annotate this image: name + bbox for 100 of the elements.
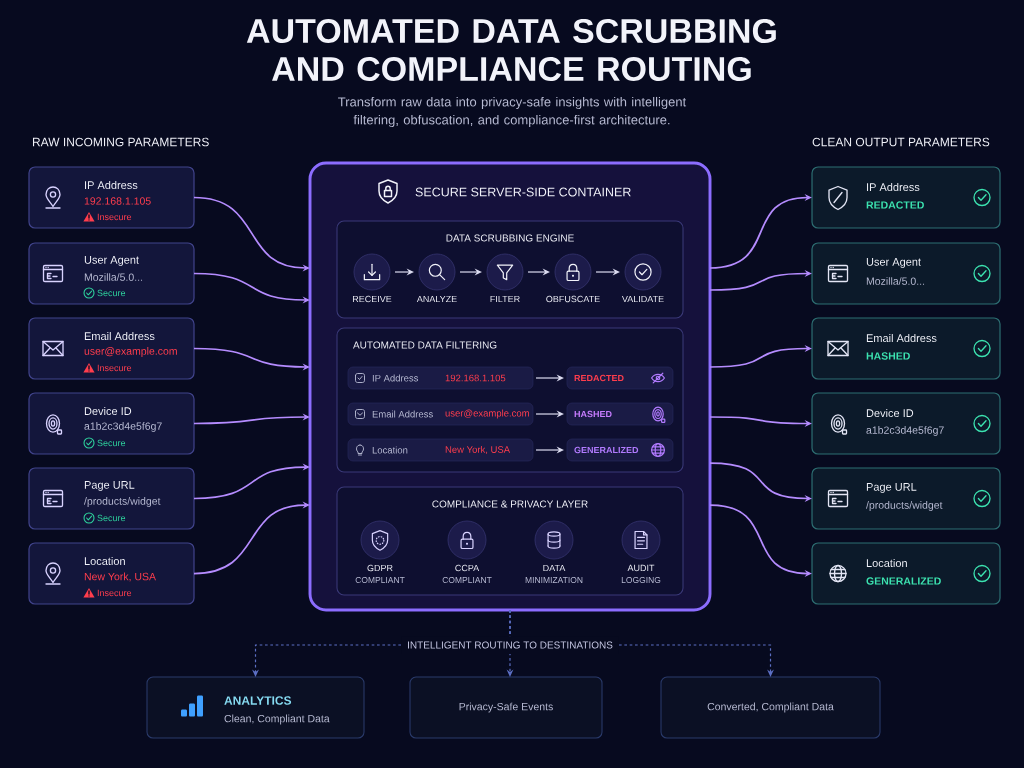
edge-label: INTELLIGENT ROUTING TO DESTINATIONS [401, 636, 619, 654]
compliance-badge [621, 520, 661, 583]
parameter-value: New York, USA [84, 572, 156, 582]
output-card [811, 542, 1001, 605]
parameter-name: Device ID [866, 408, 914, 418]
flow-arrow [193, 413, 310, 425]
badge-title: GDPR [367, 564, 393, 572]
flow-arrow [193, 463, 310, 500]
parameter-value: a1b2c3d4e5f6g7 [84, 422, 162, 432]
field-name: Email Address [372, 410, 433, 418]
destination-card [409, 676, 603, 739]
column-heading: CLEAN OUTPUT PARAMETERS [812, 137, 990, 147]
parameter-value: Mozilla/5.0... [84, 273, 142, 281]
output-card [811, 392, 1001, 455]
process-step [486, 253, 524, 303]
input-card [28, 392, 195, 455]
destination-card [146, 676, 365, 739]
badge-title: AUDIT [627, 564, 655, 572]
parameter-name: Email Address [866, 333, 937, 343]
parameter-value: Mozilla/5.0... [866, 277, 925, 285]
badge-subtitle: COMPLIANT [355, 577, 405, 583]
process-step [546, 253, 600, 303]
parameter-value: /products/widget [84, 497, 161, 507]
column-heading: RAW INCOMING PARAMETERS [33, 137, 209, 147]
flow-arrow [709, 270, 812, 291]
step-label: FILTER [490, 295, 520, 303]
parameter-value: 192.168.1.105 [84, 197, 151, 205]
parameter-name: User Agent [84, 256, 139, 266]
parameter-value: REDACTED [866, 201, 924, 209]
badge-subtitle: COMPLIANT [442, 577, 492, 583]
field-value: New York, USA [445, 445, 511, 455]
destination-subtitle: Privacy-Safe Events [459, 702, 553, 713]
compliance-badge [525, 520, 583, 583]
container-heading: SECURE SERVER-SIDE CONTAINER [415, 187, 631, 197]
input-card [28, 166, 195, 229]
compliance-badge [442, 520, 492, 583]
step-label: RECEIVE [353, 295, 392, 303]
destination-subtitle: Converted, Compliant Data [707, 702, 834, 713]
value-pill [347, 402, 534, 426]
badge-title: DATA [543, 564, 566, 572]
parameter-value: HASHED [866, 352, 910, 360]
parameter-name: Email Address [84, 331, 155, 341]
step-label: OBFUSCATE [546, 295, 600, 303]
status-label: Insecure [97, 213, 132, 221]
parameter-value: a1b2c3d4e5f6g7 [866, 426, 944, 436]
parameter-value: GENERALIZED [866, 577, 941, 585]
parameter-name: Location [84, 556, 125, 566]
flow-arrow [709, 194, 812, 269]
parameter-name: Page URL [84, 481, 135, 491]
input-card [28, 542, 195, 605]
process-step [416, 253, 457, 303]
value-pill [347, 438, 534, 462]
input-card [28, 242, 195, 305]
step-label: ANALYZE [416, 295, 457, 303]
output-card [811, 242, 1001, 305]
destination-card [660, 676, 881, 739]
parameter-name: IP Address [85, 180, 138, 190]
process-step [353, 253, 392, 303]
badge-subtitle: LOGGING [621, 577, 661, 583]
parameter-name: Location [866, 558, 907, 568]
parameter-name: IP Address [867, 182, 920, 192]
status-label: Secure [97, 439, 126, 447]
result-pill [566, 438, 674, 462]
input-card [28, 317, 195, 380]
panel-heading: DATA SCRUBBING ENGINE [446, 234, 574, 242]
panel-heading: AUTOMATED DATA FILTERING [353, 341, 497, 349]
result-pill [566, 402, 674, 426]
badge-title: CCPA [455, 564, 480, 572]
result-label: HASHED [574, 410, 612, 418]
result-label: GENERALIZED [574, 446, 639, 454]
compliance-badge [355, 520, 405, 583]
destination-subtitle: Clean, Compliant Data [224, 714, 330, 725]
field-name: Location [372, 446, 408, 454]
output-card [811, 317, 1001, 380]
value-pill [347, 366, 534, 390]
parameter-value: /products/widget [866, 501, 943, 511]
status-label: Secure [97, 289, 126, 297]
status-label: Secure [97, 514, 126, 522]
input-card [28, 467, 195, 530]
title: AUTOMATED DATA SCRUBBING AND COMPLIANCE ROUTING [246, 18, 776, 82]
parameter-name: Device ID [84, 406, 132, 416]
result-label: REDACTED [574, 374, 624, 382]
result-pill [566, 366, 674, 390]
status-label: Insecure [97, 589, 132, 597]
process-step [621, 253, 664, 303]
parameter-value: user@example.com [84, 347, 177, 357]
output-card [811, 467, 1001, 530]
destination-title: ANALYTICS [224, 696, 292, 705]
field-value: 192.168.1.105 [445, 374, 506, 382]
parameter-name: User Agent [866, 258, 921, 268]
panel-heading: COMPLIANCE & PRIVACY LAYER [432, 500, 588, 508]
field-name: IP Address [372, 374, 419, 382]
badge-subtitle: MINIMIZATION [525, 577, 583, 583]
subtitle: Transform raw data into privacy-safe insights with intelligent filtering, obfuscation, and compliance-first architecture. [338, 96, 687, 128]
flow-arrow [709, 345, 812, 368]
step-label: VALIDATE [621, 295, 664, 303]
status-label: Insecure [97, 364, 132, 372]
parameter-name: Page URL [866, 483, 917, 493]
output-card [811, 166, 1001, 229]
field-value: user@example.com [445, 409, 529, 419]
